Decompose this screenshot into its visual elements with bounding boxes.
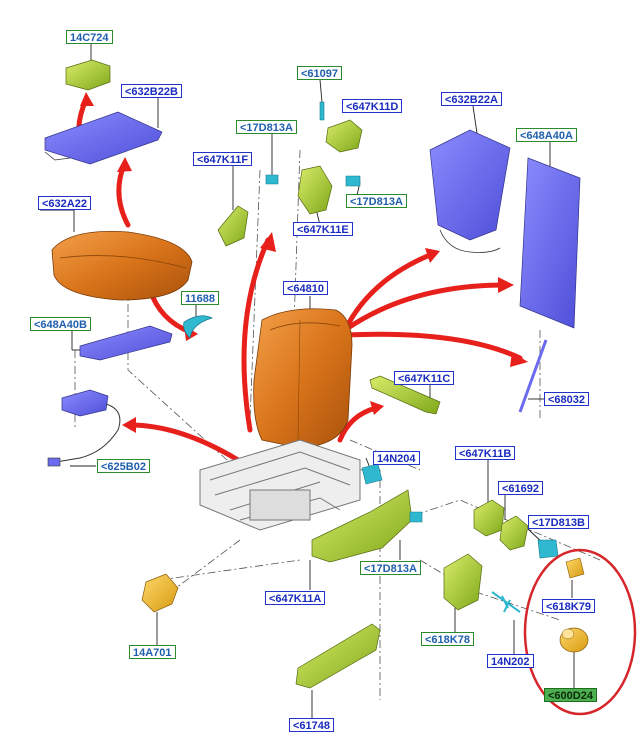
label-647K11A[interactable]: <647K11A [265, 591, 326, 605]
highlight-circle [523, 548, 637, 716]
part-618K79-cap [565, 557, 585, 579]
part-618K78-handle [443, 553, 483, 611]
label-648A40A[interactable]: <648A40A [516, 128, 577, 142]
label-64810[interactable]: <64810 [283, 281, 329, 295]
label-647K11D[interactable]: <647K11D [342, 99, 403, 113]
label-14A701[interactable]: 14A701 [129, 645, 176, 659]
part-14A701-knob [141, 573, 179, 613]
label-632A22[interactable]: <632A22 [38, 196, 91, 210]
label-61748[interactable]: <61748 [289, 718, 335, 732]
label-17D813A-bot[interactable]: <17D813A [360, 561, 421, 575]
part-647K11E-bracket [297, 165, 333, 215]
label-647K11F[interactable]: <647K11F [193, 152, 253, 166]
part-632A22-cushion [51, 231, 193, 301]
label-600D24[interactable]: <600D24 [544, 688, 597, 702]
part-648A40A-pad [519, 157, 581, 329]
label-61097[interactable]: <61097 [297, 66, 343, 80]
part-14N202-cable [491, 591, 521, 613]
label-632B22A[interactable]: <632B22A [441, 92, 502, 106]
part-632B22A-backcover [429, 129, 511, 241]
part-17D813A-screw-top [265, 174, 279, 185]
part-600D24-knob [559, 627, 589, 653]
label-647K11C[interactable]: <647K11C [394, 371, 455, 385]
label-61692[interactable]: <61692 [498, 481, 544, 495]
part-647K11C-bar [369, 375, 441, 415]
part-648A40B-pad [79, 325, 173, 361]
label-14N202[interactable]: 14N202 [487, 654, 534, 668]
part-632B22B-cover [44, 111, 163, 165]
part-61692-knob [499, 515, 529, 551]
part-61097-clip [319, 101, 325, 121]
label-14C724[interactable]: 14C724 [66, 30, 113, 44]
part-64810-backrest [253, 308, 353, 449]
part-17D813A-screw-mid [345, 175, 361, 187]
label-625B02[interactable]: <625B02 [97, 459, 150, 473]
label-647K11E[interactable]: <647K11E [293, 222, 353, 236]
label-17D813B[interactable]: <17D813B [528, 515, 589, 529]
part-17D813B-screw [537, 539, 559, 559]
label-618K79[interactable]: <618K79 [542, 599, 595, 613]
part-647K11F-bracket [217, 205, 249, 247]
label-17D813A-top[interactable]: <17D813A [236, 120, 297, 134]
part-68032-rod [518, 339, 548, 413]
label-11688[interactable]: 11688 [181, 291, 219, 305]
label-17D813A-mid[interactable]: <17D813A [346, 194, 407, 208]
part-14N204-motor [361, 463, 383, 485]
label-68032[interactable]: <68032 [544, 392, 590, 406]
part-647K11A-shield [311, 489, 413, 563]
parts [44, 59, 589, 689]
label-618K78[interactable]: <618K78 [421, 632, 474, 646]
part-61748-trim [295, 623, 381, 689]
part-17D813A-screw-bot [409, 511, 423, 523]
label-648A40B[interactable]: <648A40B [30, 317, 91, 331]
part-647K11B-cover [473, 499, 505, 537]
part-11688-clip [183, 315, 213, 339]
label-647K11B[interactable]: <647K11B [455, 446, 516, 460]
part-647K11D-cover [325, 119, 363, 153]
part-625B02-harness [61, 389, 109, 417]
label-632B22B[interactable]: <632B22B [121, 84, 182, 98]
part-seat-frame [199, 439, 361, 531]
part-14C724-switch [65, 59, 111, 91]
label-14N204[interactable]: 14N204 [373, 451, 420, 465]
